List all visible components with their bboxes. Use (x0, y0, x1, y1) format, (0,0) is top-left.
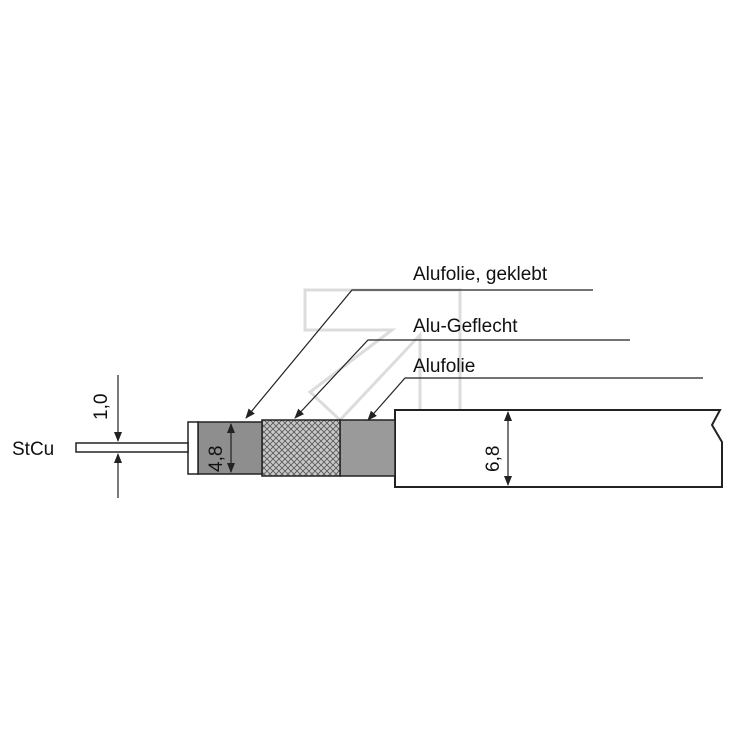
braid-layer (261, 419, 341, 477)
dim-conductor: 1,0 (91, 394, 112, 420)
dim-dielectric: 4,8 (206, 446, 227, 472)
label-braid: Alu-Geflecht (413, 316, 518, 337)
label-foil: Alufolie (413, 356, 475, 377)
leader-braid (294, 339, 630, 419)
leader-glued-foil (245, 289, 593, 419)
outer-foil-layer (339, 419, 396, 477)
dielectric-end (187, 421, 199, 475)
leader-lines (245, 289, 703, 421)
label-conductor: StCu (12, 439, 54, 460)
label-glued-foil: Alufolie, geklebt (413, 264, 548, 285)
dim-outer: 6,8 (483, 446, 504, 472)
inner-conductor (75, 442, 189, 453)
leader-foil (367, 377, 703, 421)
outer-jacket (394, 409, 723, 488)
watermark-arrow-icon (303, 288, 462, 442)
